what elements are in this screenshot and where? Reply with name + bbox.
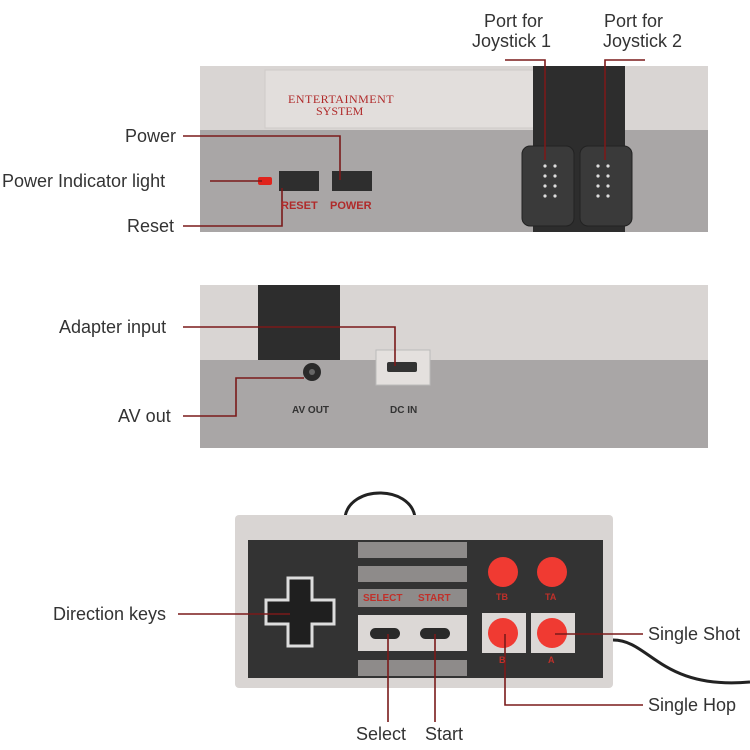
b-print: B xyxy=(499,655,506,665)
label-adapter-input: Adapter input xyxy=(59,317,167,337)
power-button xyxy=(332,171,372,191)
label-port-joystick-2-line2: Joystick 2 xyxy=(603,31,683,51)
label-single-hop: Single Hop xyxy=(648,695,737,715)
d-pad xyxy=(264,576,336,648)
dc-in-print: DC IN xyxy=(390,405,418,416)
label-port-joystick-2-line1: Port for xyxy=(604,11,664,31)
select-button xyxy=(370,628,400,639)
power-print: POWER xyxy=(330,200,372,212)
label-select: Select xyxy=(356,724,407,744)
label-port-joystick-1-line2: Joystick 1 xyxy=(472,31,552,51)
label-port-joystick-1-line1: Port for xyxy=(484,11,544,31)
console-back xyxy=(200,285,708,448)
label-direction-keys: Direction keys xyxy=(53,604,167,624)
a-print: A xyxy=(548,655,555,665)
dc-in-port xyxy=(387,362,417,372)
a-button xyxy=(537,618,567,648)
brand-print-2: SYSTEM xyxy=(316,104,364,118)
brand-print: ENTERTAINMENT xyxy=(288,92,395,106)
leader-lines xyxy=(178,59,645,722)
label-av-out: AV out xyxy=(118,406,171,426)
console-front xyxy=(200,66,708,232)
start-print: START xyxy=(418,593,451,604)
label-power-indicator: Power Indicator light xyxy=(2,171,166,191)
av-out-print: AV OUT xyxy=(292,405,330,416)
tb-button xyxy=(488,557,518,587)
ta-print: TA xyxy=(545,592,557,602)
label-single-shot: Single Shot xyxy=(648,624,741,644)
label-start: Start xyxy=(425,724,464,744)
reset-print: RESET xyxy=(281,200,318,212)
b-button xyxy=(488,618,518,648)
tb-print: TB xyxy=(496,592,508,602)
select-print: SELECT xyxy=(363,593,403,604)
start-button xyxy=(420,628,450,639)
label-power: Power xyxy=(125,126,177,146)
reset-button xyxy=(279,171,319,191)
ta-button xyxy=(537,557,567,587)
controller xyxy=(235,491,750,688)
label-reset: Reset xyxy=(127,216,175,236)
power-indicator-led xyxy=(258,177,272,185)
